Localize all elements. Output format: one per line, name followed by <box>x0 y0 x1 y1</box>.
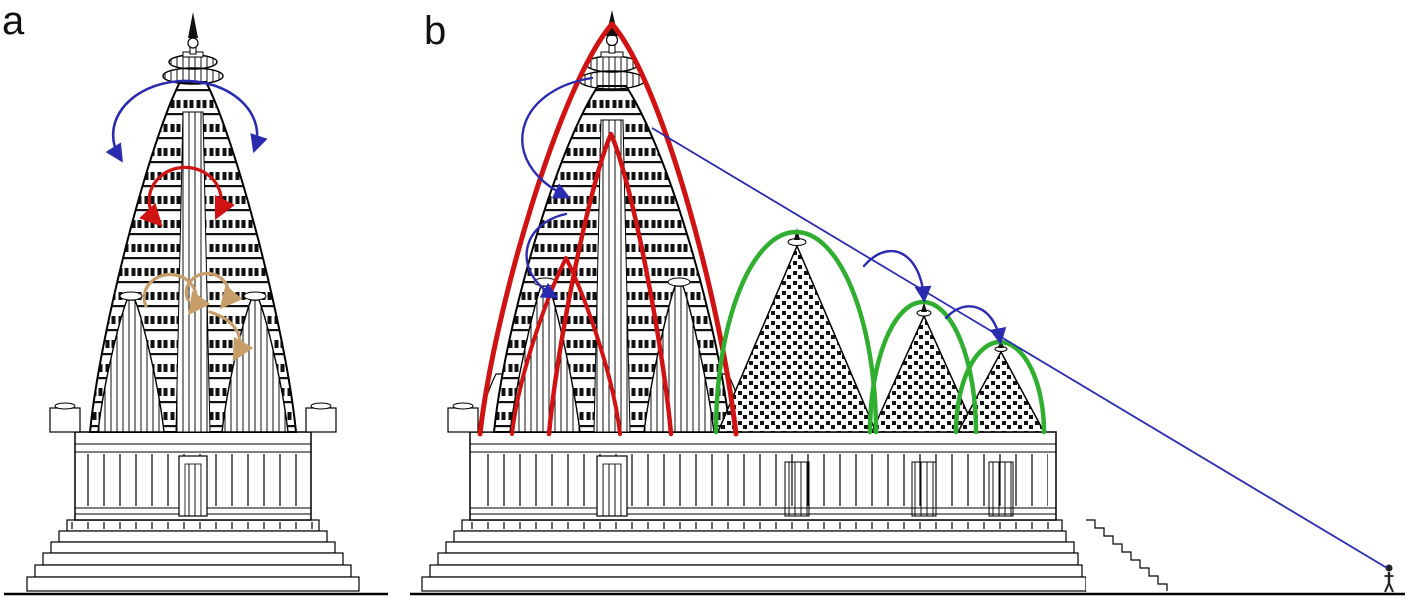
wall-niche <box>911 461 937 517</box>
tan-swoop-arrow <box>208 310 254 362</box>
blue-loop-arrow-mid <box>525 212 568 299</box>
red-profile-medium <box>546 131 674 437</box>
red-loop-arrow <box>139 165 235 227</box>
plinth-step <box>50 541 336 554</box>
blue-loop-arrow-roof1 <box>862 249 932 304</box>
blue-loop-arrow <box>105 79 268 163</box>
plinth-step <box>42 552 344 566</box>
kiosk-cap <box>310 402 332 410</box>
panel-b: b <box>410 9 1405 596</box>
blue-scaling-line <box>651 127 1388 569</box>
plinth-step <box>437 552 1079 566</box>
red-profile-large <box>477 21 739 437</box>
green-arch-large <box>713 229 879 435</box>
figure-head <box>1385 564 1393 572</box>
turret-right-amalaka <box>243 291 267 301</box>
roof-finial-spike <box>921 302 927 312</box>
corner-kiosk <box>49 407 81 433</box>
wall-pilasters <box>478 454 1048 506</box>
temple-a-plinth <box>26 519 360 592</box>
plinth-step <box>429 564 1083 578</box>
wall-niche <box>784 461 810 517</box>
plinth-step <box>421 576 1087 592</box>
plinth-step <box>34 564 352 578</box>
tan-loop-arrow <box>142 272 211 316</box>
doorway-detail <box>184 463 202 517</box>
kiosk-cap <box>452 402 474 410</box>
corner-kiosk <box>447 407 479 433</box>
temple-a-shikhara <box>88 81 298 433</box>
blue-loop-arrow-roof2 <box>944 305 1007 345</box>
plinth-step <box>58 530 328 543</box>
wall-niche <box>988 461 1014 517</box>
amalaka-disc <box>585 55 639 73</box>
panel-a-label: a <box>2 0 25 43</box>
temple-b-plinth <box>421 519 1087 592</box>
tan-loop-arrow <box>184 271 243 310</box>
kalasha-pot <box>187 37 199 49</box>
turret-right-amalaka <box>667 277 691 287</box>
plinth-molding <box>462 522 1062 529</box>
panel-b-label: b <box>424 9 446 53</box>
turret-left-amalaka <box>119 291 143 301</box>
temple-b-staircase <box>1086 519 1168 591</box>
kalasha-pot <box>605 33 619 47</box>
temple-b <box>410 10 1405 596</box>
human-figure <box>1384 564 1394 593</box>
doorway-detail <box>602 463 622 517</box>
temple-a-wall <box>49 402 337 521</box>
plinth-step <box>26 576 360 592</box>
stairs-underlay <box>1086 520 1167 591</box>
panel-a: a <box>2 0 388 596</box>
mandapa-roof-large <box>716 244 878 433</box>
finial-spike <box>188 12 198 38</box>
amalaka-disc <box>578 70 646 90</box>
panel-b-annotations <box>477 21 1388 569</box>
mandapa-roof-small <box>956 350 1046 433</box>
temple-b-wall <box>447 402 1057 521</box>
plinth-molding <box>67 522 319 529</box>
corner-kiosk <box>305 407 337 433</box>
wall-cornices <box>470 443 1056 515</box>
temple-a-finial <box>162 12 224 85</box>
kiosk-cap <box>54 402 76 410</box>
figure-legs <box>1384 582 1394 593</box>
mandapa-roof-medium <box>870 314 978 433</box>
wall-cornices <box>75 443 311 515</box>
blue-loop-arrow-top <box>521 76 594 199</box>
plinth-step <box>445 541 1075 554</box>
plinth-step <box>453 530 1067 543</box>
temple-b-mandapa-roofs <box>716 228 1046 433</box>
red-profile-small <box>510 256 622 436</box>
panel-a-annotations <box>105 79 268 362</box>
finial-stem <box>608 44 616 54</box>
stairs-steps <box>1086 519 1168 591</box>
